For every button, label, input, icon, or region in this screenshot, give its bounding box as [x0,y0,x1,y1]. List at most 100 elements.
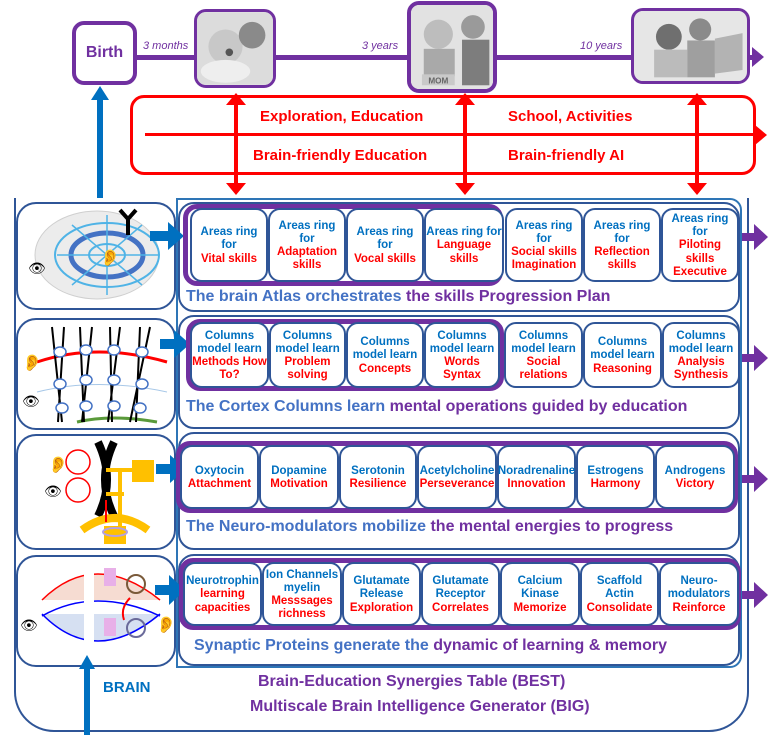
skill-cell-label: Ion Channels myelin [265,568,339,594]
skill-cell-value: Vocal skills [354,252,416,265]
best-title: Brain-Education Synergies Table (BEST) [258,673,566,690]
svg-text:👂: 👂 [22,353,42,372]
svg-text:MOM: MOM [428,76,448,85]
birth-label: Birth [85,44,124,61]
skill-cell-value: Vital skills [200,252,258,265]
svg-text:👂: 👂 [48,455,68,474]
skill-cell-value: Reasoning [593,362,652,375]
skill-cell-value: Problem solving [284,356,331,382]
row-columns-highlight-group [186,319,504,391]
brain-to-birth-arrow [91,86,109,198]
row-columns-title-blue: The Cortex Columns learn [186,398,386,415]
double-arrow-3-years [455,93,475,195]
big-title: Multiscale Brain Intelligence Generator … [250,698,590,715]
skill-cell-label: Areas ring for [356,226,414,252]
row-atlas-title-blue: The brain Atlas orchestrates [186,288,402,305]
skill-cell-label: Columns model learn [197,329,262,355]
brain-up-arrow [79,655,95,735]
skill-cell-value: Reinforce [672,601,726,614]
context-timeline-arrow [145,133,757,136]
skill-cell-value: Methods How To? [192,356,267,382]
row-synaptic-output-arrow [742,582,768,608]
skill-cell-value: Resilience [349,478,407,490]
skill-cell-value: Attachment [187,478,252,490]
skill-cell-label: Areas ring for [426,226,502,239]
row-neuromodulators-input-arrow [156,455,186,483]
double-arrow-3-months [226,93,246,195]
skill-cell-label: Neurotrophin [186,575,259,588]
row-columns-illustration-frame [16,318,176,430]
skill-cell-label: Oxytocin [194,464,245,477]
skill-cell-label: Glutamate Release [353,575,410,601]
row-atlas-title: The brain Atlas orchestrates the skills … [186,288,610,306]
best-outer-frame [14,198,749,732]
skill-cell-value: Victory [675,478,715,490]
age-label-10-years: 10 years [580,40,623,52]
skill-cell-value: Analysis Synthesis [673,356,729,382]
skill-cell-label: Dopamine [271,464,327,477]
svg-text:👁: 👁 [22,394,40,410]
cortex-columns-illustration: 👂 👁 [22,326,168,424]
skill-cell-label: Glutamate Receptor [432,575,489,601]
row-neuromodulators-illustration-frame [16,434,176,550]
skill-cell-label: Areas ring for [515,219,573,245]
age-label-3-months: 3 months [143,40,189,52]
skill-cell-label: Columns model learn [511,329,576,355]
skill-cell-value: Concepts [358,362,412,375]
skill-cell-label: Scaffold Actin [596,575,643,601]
skill-cell-label: Areas ring for [593,219,651,245]
row-atlas-title-purple: the skills Progression Plan [405,288,611,305]
age-label-3-years: 3 years [362,40,399,52]
skill-cell-value: Social skills Imagination [511,246,577,272]
row-neuromodulators-title-blue: The Neuro-modulators mobilize [186,518,427,535]
skill-cell-label: Estrogens [587,464,644,477]
context-brain-friendly-education: Brain-friendly Education [253,147,428,164]
row-columns-input-arrow [160,330,190,358]
skill-cell-label: Serotonin [351,464,405,477]
skill-cell-value: Words Syntax [443,356,481,382]
skill-cell-value: Perseverance [419,478,495,490]
skill-cell-value: Piloting skills Executive [673,239,727,278]
timeline-arrowhead [752,47,764,67]
skill-cell-label: Neuro- modulators [667,575,731,601]
child-with-mother-laptop-photo [631,8,750,84]
svg-text:👁: 👁 [28,261,46,277]
birth-box: Birth [72,21,137,85]
double-arrow-10-years [687,93,707,195]
brain-atlas-rings-illustration: 👂 👁 [28,208,160,300]
brain-label: BRAIN [103,679,151,696]
toddler-with-grandmother-photo: MOM [407,1,497,93]
skills-panel-frame [176,198,742,668]
context-school-activities: School, Activities [508,108,633,125]
skill-cell-value: Consolidate [586,601,653,614]
svg-text:👂: 👂 [156,615,175,634]
skill-cell-label: Areas ring for [200,226,258,252]
skill-cell-label: Acetylcholine [419,464,495,477]
skill-cell-value: learning capacities [194,588,251,614]
row-columns-title: The Cortex Columns learn mental operatio… [186,398,687,416]
skill-cell-value: Correlates [432,601,489,614]
row-neuromodulators-highlight-group [176,441,738,513]
neuromodulator-pathways-illustration: 👂 👁 [44,440,154,544]
row-columns-title-purple: mental operations guided by education [389,398,688,415]
row-synaptic-input-arrow [155,575,185,605]
